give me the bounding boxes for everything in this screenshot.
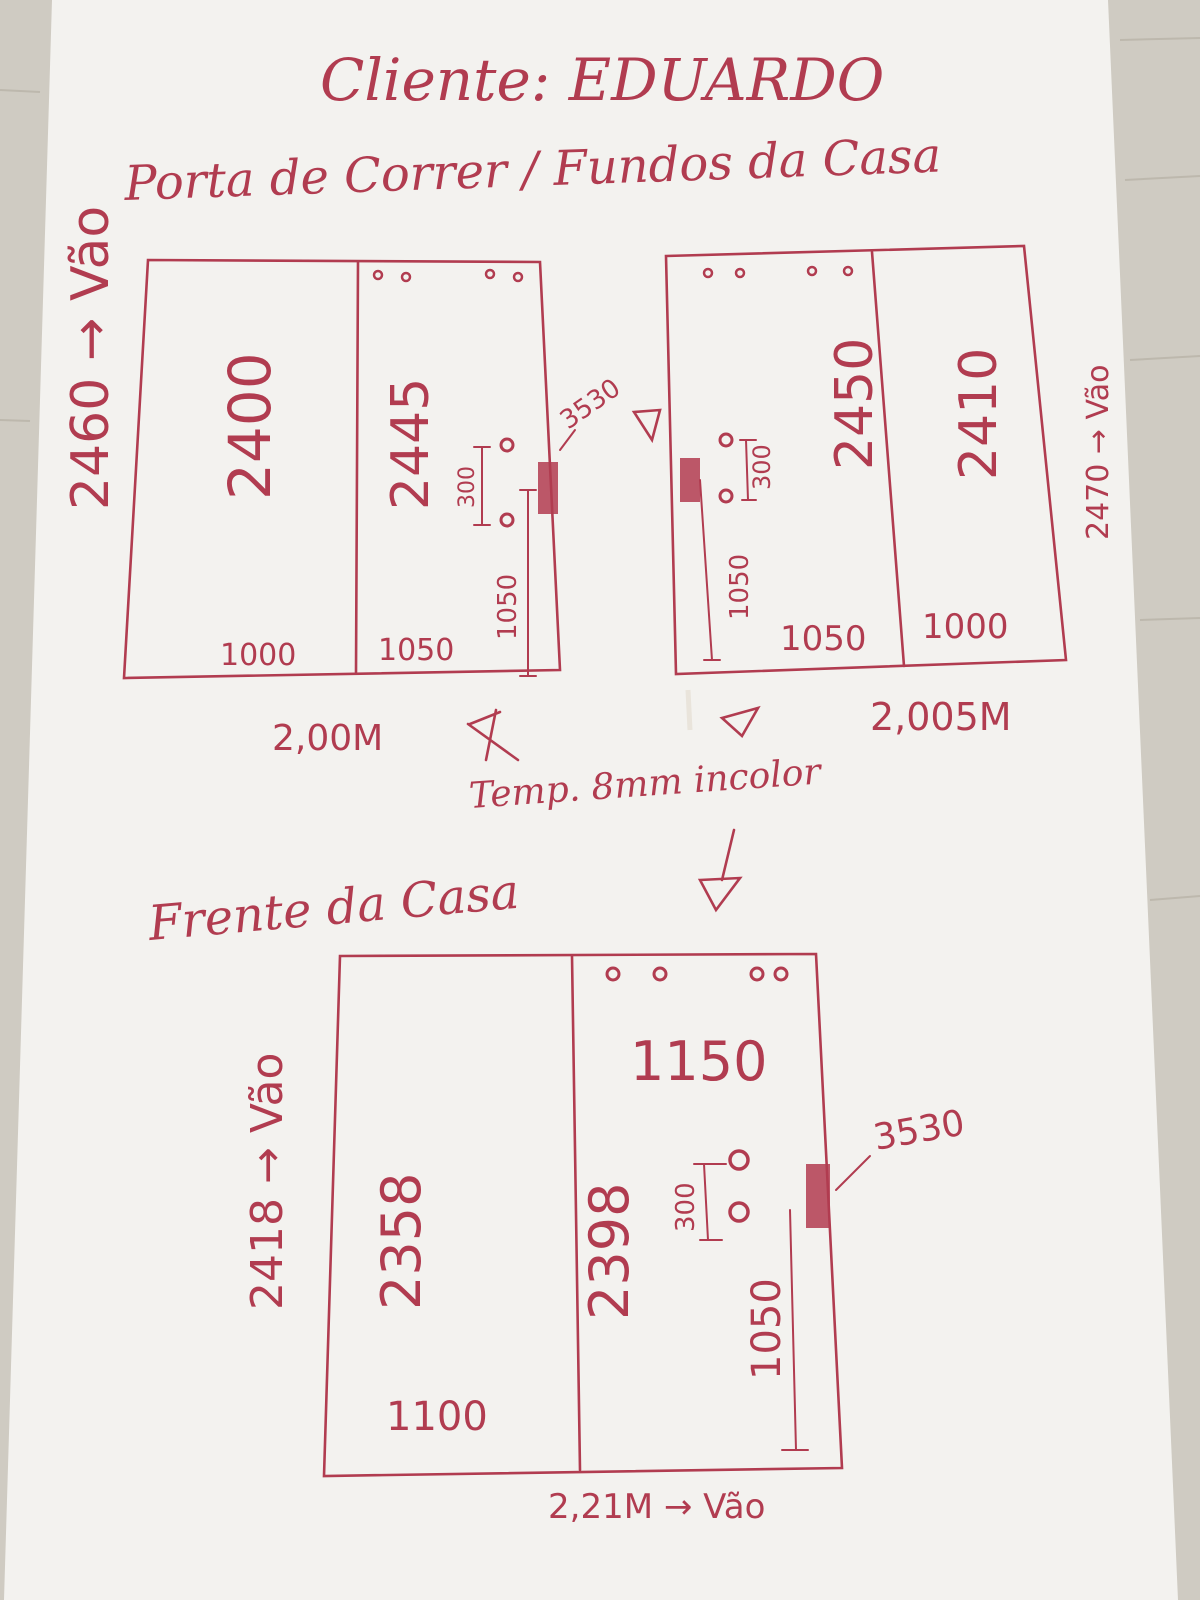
- left-fixed-height: 2400: [216, 352, 284, 500]
- front-handle-spacing: 300: [671, 1182, 701, 1232]
- left-sliding-height: 2445: [381, 378, 441, 510]
- right-sliding-width: 1050: [780, 619, 867, 659]
- front-height-dim: [781, 1209, 809, 1451]
- left-vao-height: 2460 → Vão: [61, 206, 121, 510]
- front-frame: [322, 952, 844, 1478]
- cross-mark-left: [466, 708, 520, 762]
- left-sliding-width: 1050: [378, 633, 454, 668]
- diagram-right: 300 1050 2450 2410 1050 1000 2470 → Vão …: [664, 244, 1116, 739]
- left-fixed-width: 1000: [220, 638, 296, 673]
- front-total-width: 2,21M → Vão: [548, 1487, 765, 1527]
- left-spacing-dim: [473, 446, 491, 526]
- left-height-dim: [519, 489, 537, 677]
- right-fixed-width: 1000: [922, 607, 1009, 647]
- right-lock: [680, 458, 700, 502]
- front-lock-arrow: [835, 1155, 871, 1191]
- right-divider: [870, 250, 906, 668]
- front-sliding-width: 1150: [630, 1030, 767, 1093]
- right-vao-height: 2470 → Vão: [1081, 365, 1116, 541]
- left-lock-arrow: [559, 429, 576, 451]
- right-handle-hole-top: [718, 432, 734, 448]
- right-handle-hole-bottom: [718, 488, 734, 504]
- right-height-dim: [699, 479, 721, 661]
- left-handle-spacing: 300: [455, 466, 480, 508]
- front-handle-height: 1050: [744, 1278, 790, 1380]
- right-handle-height: 1050: [725, 554, 755, 620]
- arrow-mark-bottom: [719, 705, 761, 739]
- right-rollers: [702, 265, 854, 279]
- left-lock: [538, 462, 558, 514]
- right-sliding-height: 2450: [825, 338, 885, 470]
- right-frame: [664, 244, 1068, 676]
- front-fixed-height: 2358: [370, 1173, 433, 1310]
- front-spacing-dim: [693, 1163, 727, 1241]
- front-rollers: [605, 966, 789, 982]
- left-rollers: [372, 268, 524, 283]
- client-title: Cliente: EDUARDO: [320, 46, 884, 114]
- right-fixed-height: 2410: [949, 348, 1009, 480]
- right-spacing-dim: [739, 439, 757, 501]
- arrow-marks: [466, 408, 761, 762]
- wood-grain: [0, 37, 1200, 901]
- right-total-width: 2,005M: [870, 695, 1012, 739]
- front-divider: [570, 954, 582, 1472]
- left-handle-hole-top: [499, 437, 515, 453]
- front-handle-hole-top: [728, 1149, 750, 1171]
- left-handle-height: 1050: [493, 574, 523, 640]
- arrow-mark-right-door: [631, 408, 662, 444]
- paper-smudge: [685, 689, 693, 731]
- left-divider: [354, 260, 360, 674]
- front-fixed-width: 1100: [386, 1394, 488, 1440]
- front-sliding-height: 2398: [578, 1183, 641, 1320]
- front-handle-hole-bottom: [728, 1201, 750, 1223]
- left-handle-hole-bottom: [499, 512, 515, 528]
- right-handle-spacing: 300: [748, 444, 776, 490]
- left-total-width: 2,00M: [272, 718, 383, 759]
- left-frame: [122, 258, 562, 680]
- diagram-front: 1150 2358 2398 300 1050 1100 3530 2418 →…: [242, 952, 968, 1527]
- front-vao-height: 2418 → Vão: [242, 1053, 293, 1310]
- diagram-left: 2460 → Vão 2400 2445 1000 1050 300 1050 …: [61, 206, 626, 759]
- note-arrow: [697, 828, 743, 913]
- front-lock: [806, 1164, 830, 1228]
